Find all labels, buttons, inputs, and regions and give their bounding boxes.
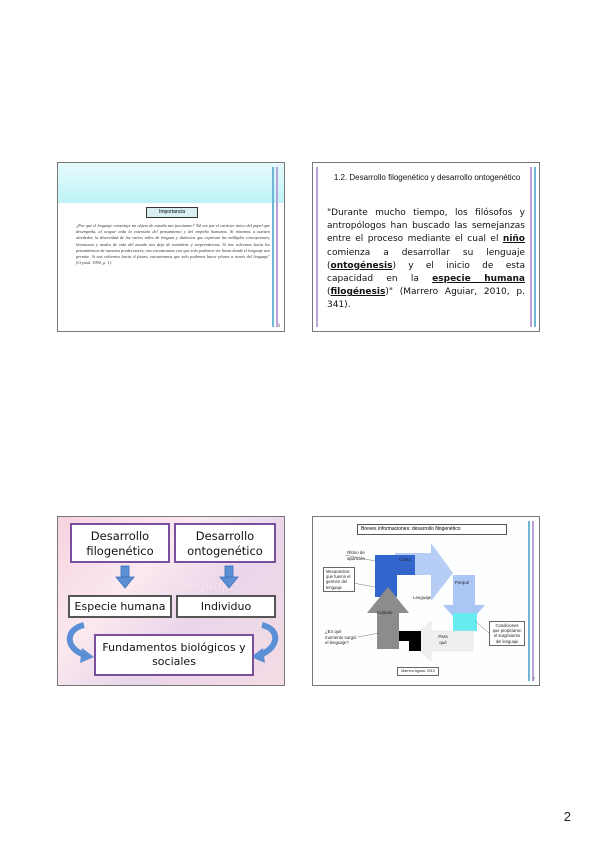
- box-especie-humana: Especie humana: [68, 595, 172, 618]
- term-ontogenesis: ontogénesis: [330, 260, 393, 271]
- slide-accent-bar: [530, 167, 532, 327]
- page-number: 2: [563, 809, 571, 824]
- label-condiciones: Condiciones que propiciaron el surgimien…: [489, 621, 525, 646]
- label-para-que: Para qué: [438, 634, 448, 645]
- slide-desarrollo: 1.2. Desarrollo filogenético y desarroll…: [312, 162, 540, 332]
- segment-cyan: [453, 613, 477, 631]
- segment-black: [397, 631, 421, 651]
- slide-number: 7: [532, 677, 535, 682]
- segment-blue: [375, 555, 415, 575]
- slide-accent-bar: [272, 167, 274, 327]
- label-mecanismos: Mecanismos que fueron el germen del leng…: [323, 567, 355, 592]
- label-porque: Porqué: [455, 580, 470, 585]
- term-nino: niño: [502, 234, 525, 245]
- importancia-tag: Importancia: [146, 207, 198, 218]
- label-momento: ¿En qué momento surgió el lenguaje?: [325, 629, 357, 645]
- box-desarrollo-filogenetico: Desarrollo filogenético: [70, 523, 170, 563]
- curved-arrow-icon: [66, 622, 94, 663]
- arrow-cuando: [367, 587, 409, 649]
- slide-importancia: Importancia ¿Por qué el lenguaje constit…: [57, 162, 285, 332]
- box-fundamentos: Fundamentos biológicos y sociales: [94, 634, 254, 676]
- slide-accent-bar: [316, 167, 318, 327]
- source-citation: Marrero Aguiar, 2010: [397, 667, 439, 677]
- label-como: Cómo: [399, 557, 411, 562]
- marrero-quote: "Durante mucho tiempo, los filósofos y a…: [327, 208, 525, 311]
- label-ritmo: Ritmo de aparición: [347, 550, 365, 561]
- segment-blue: [375, 571, 397, 597]
- crystal-quote: ¿Por qué el lenguaje constituye un objet…: [76, 223, 270, 266]
- cycle-diagram: [344, 543, 490, 662]
- background-watermark: lenguaje: [178, 577, 234, 594]
- term-filogenesis: filogénesis: [330, 287, 386, 298]
- label-cuando: Cuándo: [377, 610, 393, 615]
- slide-title: 1.2. Desarrollo filogenético y desarroll…: [333, 173, 521, 182]
- slide-accent-bar: [528, 521, 530, 681]
- slide-accent-bar: [532, 521, 534, 681]
- slide-number: 3: [277, 323, 280, 328]
- curved-arrow-icon: [251, 622, 279, 663]
- slide-diagram-desarrollo: lenguaje Desarrollo filogenético Desarro…: [57, 516, 285, 686]
- term-especie-humana: especie humana: [432, 274, 525, 285]
- arrow-down-icon: [219, 565, 239, 589]
- diagram-arrows: [66, 565, 279, 663]
- box-desarrollo-ontogenetico: Desarrollo ontogenético: [174, 523, 276, 563]
- arrow-down-icon: [115, 565, 135, 589]
- slide-accent-bar: [534, 167, 536, 327]
- slide-accent-bar: [276, 167, 278, 327]
- slide-breves-informaciones: Breves informaciones: desarrollo filogen…: [312, 516, 540, 686]
- label-lenguaje: Lenguaje: [413, 595, 432, 600]
- slide-header: Breves informaciones: desarrollo filogen…: [357, 524, 507, 535]
- slide-title-band: [58, 163, 284, 203]
- box-individuo: Individuo: [176, 595, 276, 618]
